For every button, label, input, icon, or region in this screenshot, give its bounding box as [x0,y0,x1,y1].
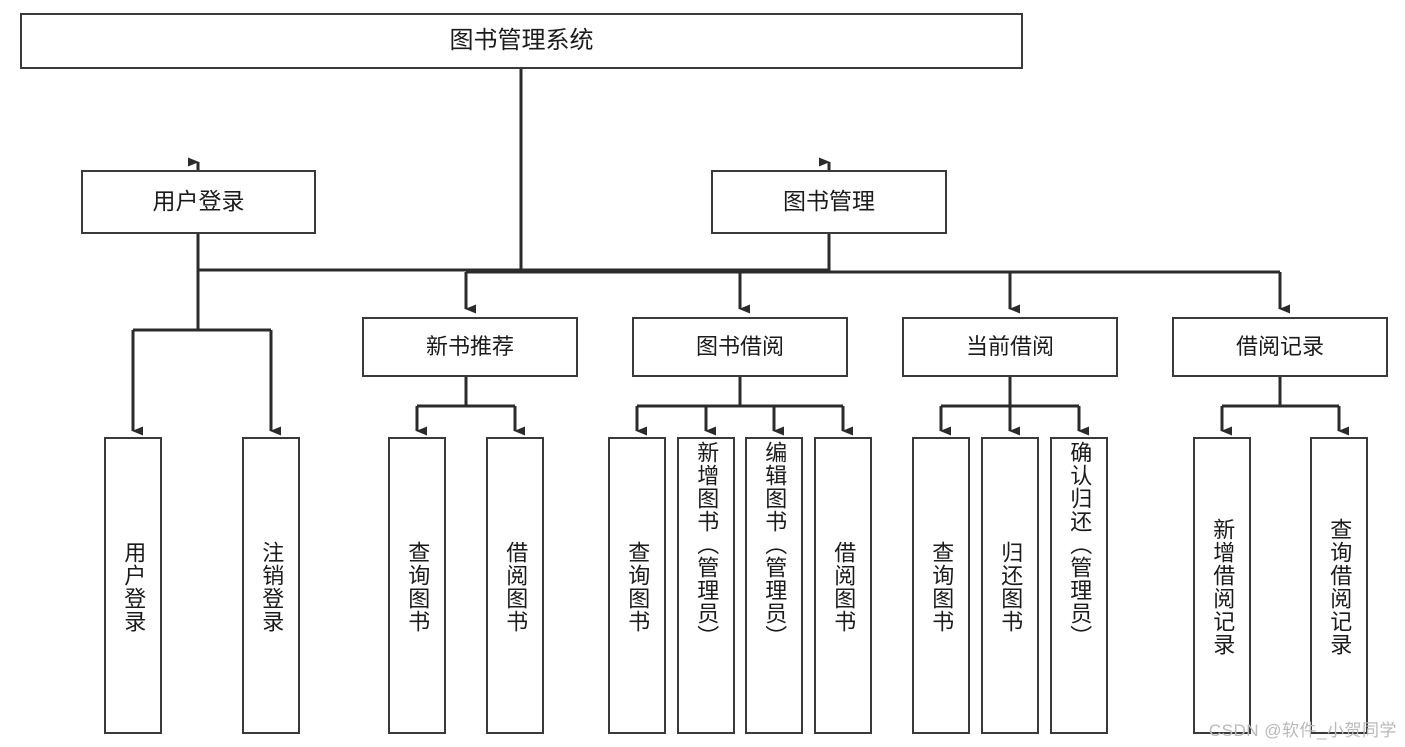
node-label: 归还图书 [998,540,1024,633]
node-book-borrow[interactable]: 图书借阅 [632,317,848,377]
node-label: 新书推荐 [425,334,514,360]
leaf-borrow-record-add[interactable]: 新增借阅记录 [1193,437,1251,734]
leaf-book-borrow-query[interactable]: 查询图书 [608,437,666,734]
node-root-system[interactable]: 图书管理系统 [20,13,1023,69]
leaf-current-borrow-query[interactable]: 查询图书 [912,437,970,734]
leaf-current-borrow-return[interactable]: 归还图书 [981,437,1039,734]
node-current-borrow[interactable]: 当前借阅 [902,317,1118,377]
node-label: 借阅记录 [1235,334,1324,360]
leaf-borrow-record-query[interactable]: 查询借阅记录 [1310,437,1368,734]
node-label: 确认归还（管理员） [1067,441,1093,648]
node-label: 查询图书 [405,540,431,633]
node-label: 借阅图书 [503,540,529,633]
node-label: 注销登录 [259,540,285,633]
node-label: 编辑图书（管理员） [762,441,788,648]
node-label: 新增借阅记录 [1210,517,1236,656]
node-user-login[interactable]: 用户登录 [81,170,316,234]
node-label: 查询图书 [625,540,651,633]
node-label: 查询借阅记录 [1327,517,1353,656]
leaf-new-book-borrow[interactable]: 借阅图书 [486,437,544,734]
node-label: 新增图书（管理员） [694,441,720,648]
node-new-book-recommend[interactable]: 新书推荐 [362,317,578,377]
node-label: 用户登录 [152,188,245,215]
node-label: 查询图书 [929,540,955,633]
watermark-text: CSDN @软件_小贺同学 [1208,721,1397,740]
leaf-book-borrow-edit[interactable]: 编辑图书（管理员） [745,437,803,734]
leaf-user-login-logout[interactable]: 注销登录 [242,437,300,734]
node-label: 借阅图书 [831,540,857,633]
node-label: 图书借阅 [695,334,784,360]
leaf-book-borrow-add[interactable]: 新增图书（管理员） [677,437,735,734]
leaf-book-borrow-borrow[interactable]: 借阅图书 [814,437,872,734]
leaf-user-login-login[interactable]: 用户登录 [104,437,162,734]
node-label: 当前借阅 [965,334,1054,360]
leaf-new-book-query[interactable]: 查询图书 [388,437,446,734]
node-label: 图书管理 [783,188,875,215]
node-label: 用户登录 [121,540,147,633]
node-book-management[interactable]: 图书管理 [711,170,947,234]
node-borrow-record[interactable]: 借阅记录 [1172,317,1388,377]
leaf-current-borrow-confirm-return[interactable]: 确认归还（管理员） [1050,437,1108,734]
node-label: 图书管理系统 [449,26,594,54]
